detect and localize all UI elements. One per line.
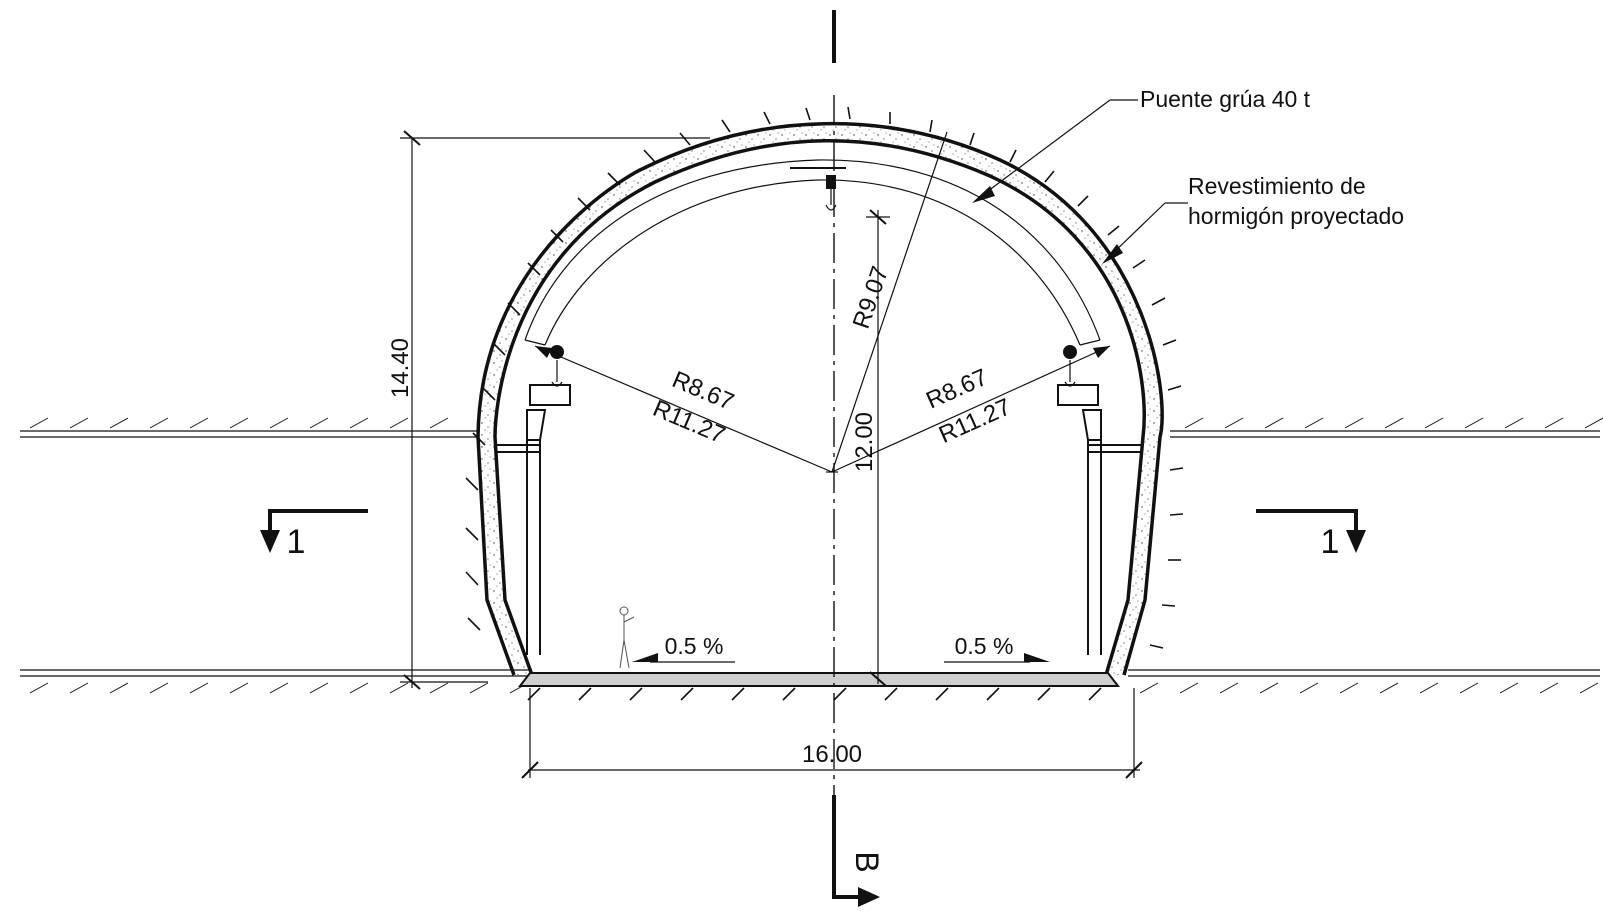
terrain-lines [20, 417, 1603, 694]
inner-height-dimension-label: 12.00 [851, 412, 878, 472]
section-mark-left-label: 1 [287, 523, 306, 561]
slope-left-label: 0.5 % [665, 633, 724, 659]
inner-lining-outline [493, 138, 1146, 676]
rock-hatch-ticks [465, 106, 1184, 649]
crane-arch-outer [524, 159, 1101, 341]
crane-column-left [497, 345, 571, 655]
section-mark-bottom [832, 795, 880, 907]
worker-figure [619, 606, 635, 669]
crane-callout-leader [972, 99, 1138, 203]
floor-hatch-ticks [527, 687, 1102, 701]
height-dimension-label: 14.40 [387, 338, 414, 398]
lining-callout-leader [1102, 202, 1188, 264]
shotcrete-lining [478, 123, 1163, 675]
section-mark-right-label: 1 [1321, 523, 1340, 561]
dimension-width [521, 688, 1143, 779]
section-mark-right [1256, 509, 1366, 553]
lining-callout-label-line2: hormigón proyectado [1188, 203, 1404, 229]
section-mark-left [260, 509, 368, 553]
radius-lines [534, 131, 1111, 473]
dimension-height [400, 130, 710, 690]
section-mark-bottom-label: B [849, 851, 885, 872]
crane-callout-label: Puente grúa 40 t [1140, 86, 1311, 112]
width-dimension-label: 16.00 [802, 741, 862, 768]
crane-arch-inner [544, 179, 1081, 346]
crane-column-right [1057, 345, 1141, 655]
slope-arrow-right [944, 653, 1050, 663]
crown-radius-label: R9.07 [848, 263, 894, 332]
slope-arrow-left [632, 653, 735, 663]
dimension-inner-height [866, 209, 890, 687]
crane-hook-crown [790, 167, 846, 211]
slope-right-label: 0.5 % [955, 633, 1014, 659]
lining-callout-label-line1: Revestimiento de [1188, 173, 1366, 199]
floor-slab [517, 672, 1121, 687]
excavation-outline [476, 122, 1164, 676]
